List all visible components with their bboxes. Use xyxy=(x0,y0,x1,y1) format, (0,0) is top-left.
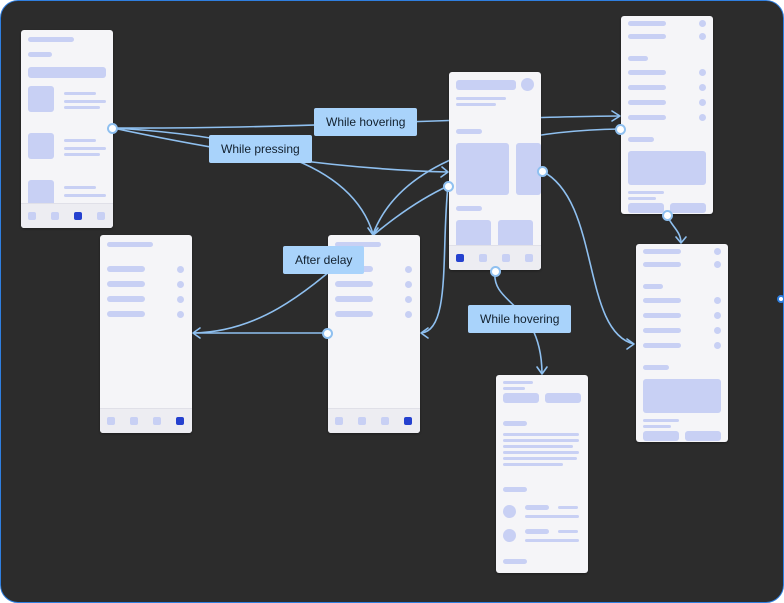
arrowhead xyxy=(440,166,449,178)
arrowhead xyxy=(420,327,429,339)
arrowhead xyxy=(611,110,621,122)
interaction-label-delay[interactable]: After delay xyxy=(283,246,365,274)
frame-list-a[interactable] xyxy=(100,235,192,433)
connector-port[interactable] xyxy=(107,123,118,134)
interaction-label-hovering[interactable]: While hovering xyxy=(314,108,418,136)
connector-line xyxy=(192,185,449,334)
arrowhead xyxy=(536,366,548,375)
arrowhead xyxy=(192,327,201,339)
frame-menu-b[interactable] xyxy=(636,244,728,442)
connector-line xyxy=(541,170,635,345)
connector-port[interactable] xyxy=(443,181,454,192)
connector-port[interactable] xyxy=(537,166,548,177)
frame-article[interactable] xyxy=(496,375,588,573)
resize-handle[interactable] xyxy=(777,295,784,303)
frame-home[interactable] xyxy=(21,30,113,228)
interaction-label-hovering-2[interactable]: While hovering xyxy=(468,305,572,333)
connector-port[interactable] xyxy=(490,266,501,277)
connector-port[interactable] xyxy=(615,124,626,135)
interaction-label-pressing[interactable]: While pressing xyxy=(209,135,312,163)
arrowhead xyxy=(675,236,687,244)
connector-line xyxy=(420,185,449,334)
connector-port[interactable] xyxy=(662,210,673,221)
frame-menu-a[interactable] xyxy=(621,16,713,214)
frame-dashboard[interactable] xyxy=(449,72,541,270)
connector-port[interactable] xyxy=(322,328,333,339)
arrowhead xyxy=(626,338,635,350)
